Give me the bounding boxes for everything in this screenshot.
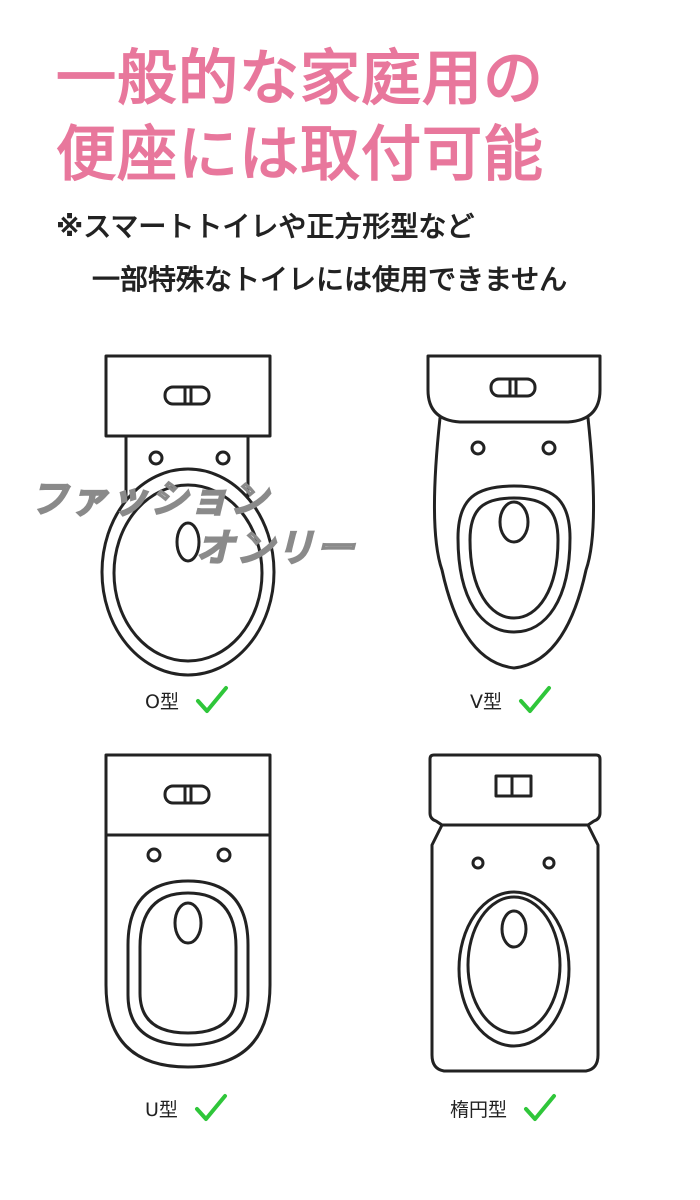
note-line-1: ※スマートトイレや正方形型など (56, 210, 475, 243)
note-line-2: 一部特殊なトイレには使用できません (92, 263, 568, 296)
caption-v-shape: V型 (470, 683, 552, 717)
caption-label-elliptical: 楕円型 (450, 1098, 508, 1121)
caption-u-shape: U型 (145, 1091, 228, 1125)
headline-line-2: 便座には取付可能 (56, 120, 544, 190)
u-shape-toilet-icon (104, 753, 272, 1069)
caption-elliptical: 楕円型 (450, 1091, 557, 1125)
headline-line-1: 一般的な家庭用の (56, 44, 544, 114)
checkmark-icon (519, 686, 551, 713)
caption-o-shape: O型 (145, 683, 229, 717)
watermark-line-2: オンリー (195, 526, 357, 570)
watermark-line-1: ファッション (29, 477, 271, 521)
checkmark-icon (195, 686, 228, 713)
v-shape-toilet-icon (426, 354, 602, 670)
checkmark-icon (194, 1094, 227, 1121)
caption-label-o-shape: O型 (145, 690, 179, 713)
o-shape-toilet-icon (100, 354, 276, 677)
caption-label-u-shape: U型 (145, 1098, 178, 1121)
elliptical-toilet-icon (428, 753, 602, 1073)
checkmark-icon (524, 1094, 557, 1121)
caption-label-v-shape: V型 (470, 690, 502, 713)
